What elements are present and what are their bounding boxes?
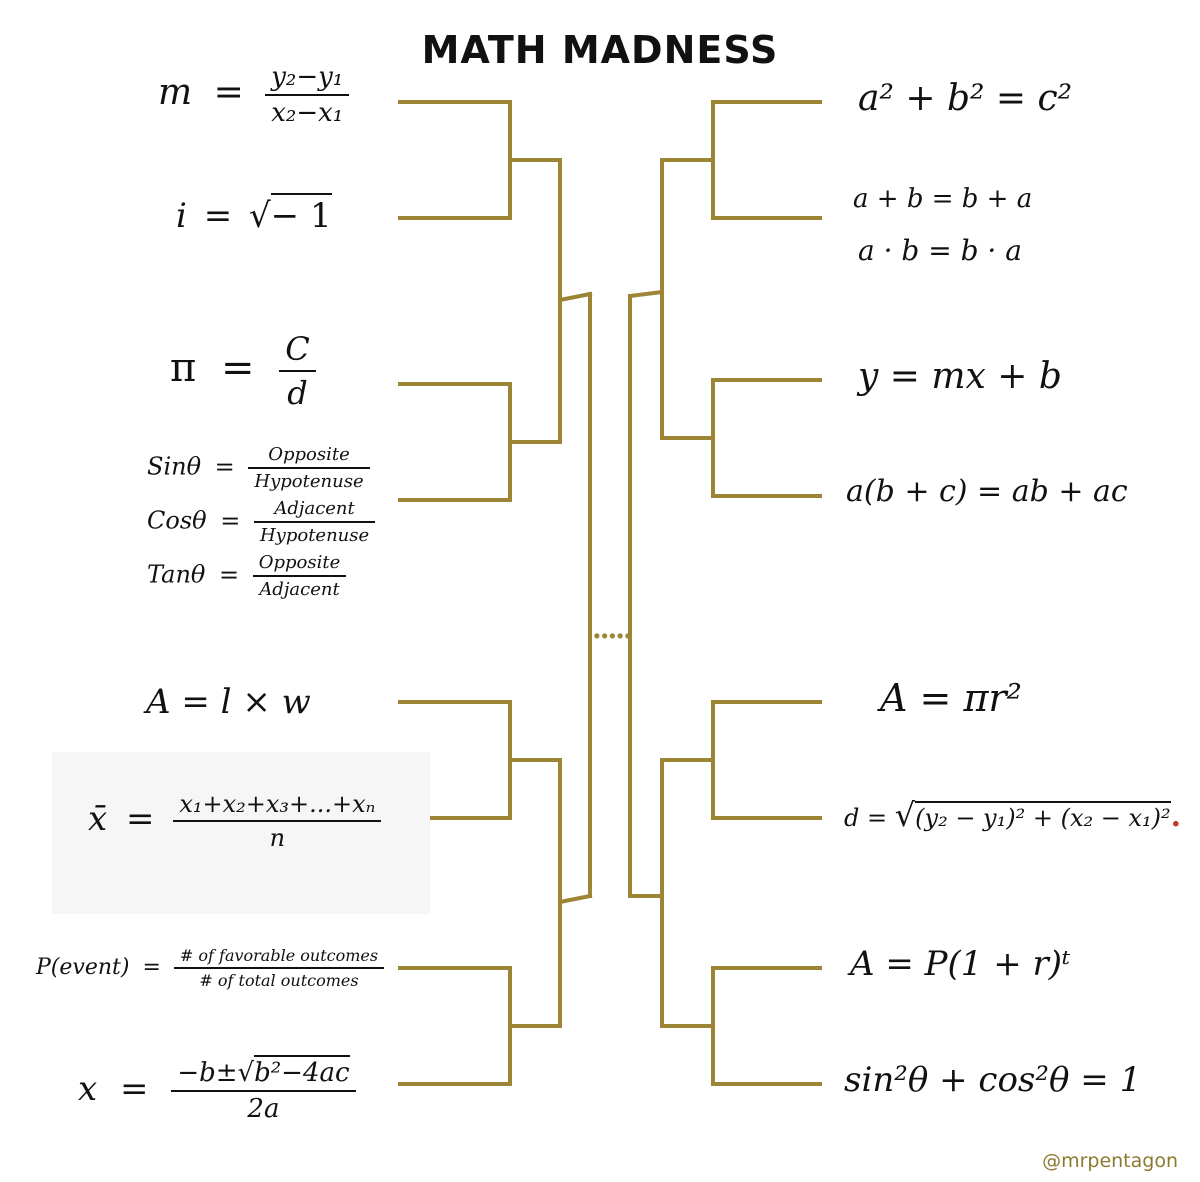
pythagorean-identity-formula: sin²θ + cos²θ = 1 [844, 1060, 1142, 1100]
bracket-line [627, 289, 665, 299]
line-formula: y = mx + b [858, 356, 1062, 397]
mean-formula: x̄ = x₁+x₂+x₃+...+xₙ n [88, 790, 382, 852]
imaginary-unit-formula: i = √− 1 [176, 193, 332, 236]
rectangle-area-formula: A = l × w [146, 682, 311, 722]
distributive-formula: a(b + c) = ab + ac [846, 474, 1128, 509]
distance-formula: d = √(y₂ − y₁)² + (x₂ − x₁)². [844, 796, 1182, 834]
commutative-multiplication-formula: a · b = b · a [858, 234, 1022, 267]
pythagorean-formula: a² + b² = c² [858, 78, 1073, 119]
mean-formula-background [52, 752, 430, 914]
compound-interest-formula: A = P(1 + r)ᵗ [850, 944, 1071, 984]
tangent-formula: Tanθ = Opposite Adjacent [147, 552, 347, 600]
author-credit: @mrpentagon [1042, 1150, 1178, 1172]
sine-formula: Sinθ = Opposite Hypotenuse [147, 444, 370, 492]
page-title: MATH MADNESS [421, 28, 779, 72]
probability-formula: P(event) = # of favorable outcomes # of … [36, 946, 385, 990]
pi-formula: π = C d [170, 330, 316, 412]
commutative-addition-formula: a + b = b + a [853, 184, 1033, 214]
slope-formula: m = y₂−y₁ x₂−x₁ [158, 62, 350, 128]
center-dotted-connector: ..... [592, 612, 633, 645]
circle-area-formula: A = πr² [880, 676, 1022, 720]
bracket-line [557, 291, 593, 303]
cosine-formula: Cosθ = Adjacent Hypotenuse [147, 498, 376, 546]
quadratic-formula: x = −b±√b²−4ac 2a [78, 1055, 356, 1124]
bracket-line [557, 893, 593, 905]
